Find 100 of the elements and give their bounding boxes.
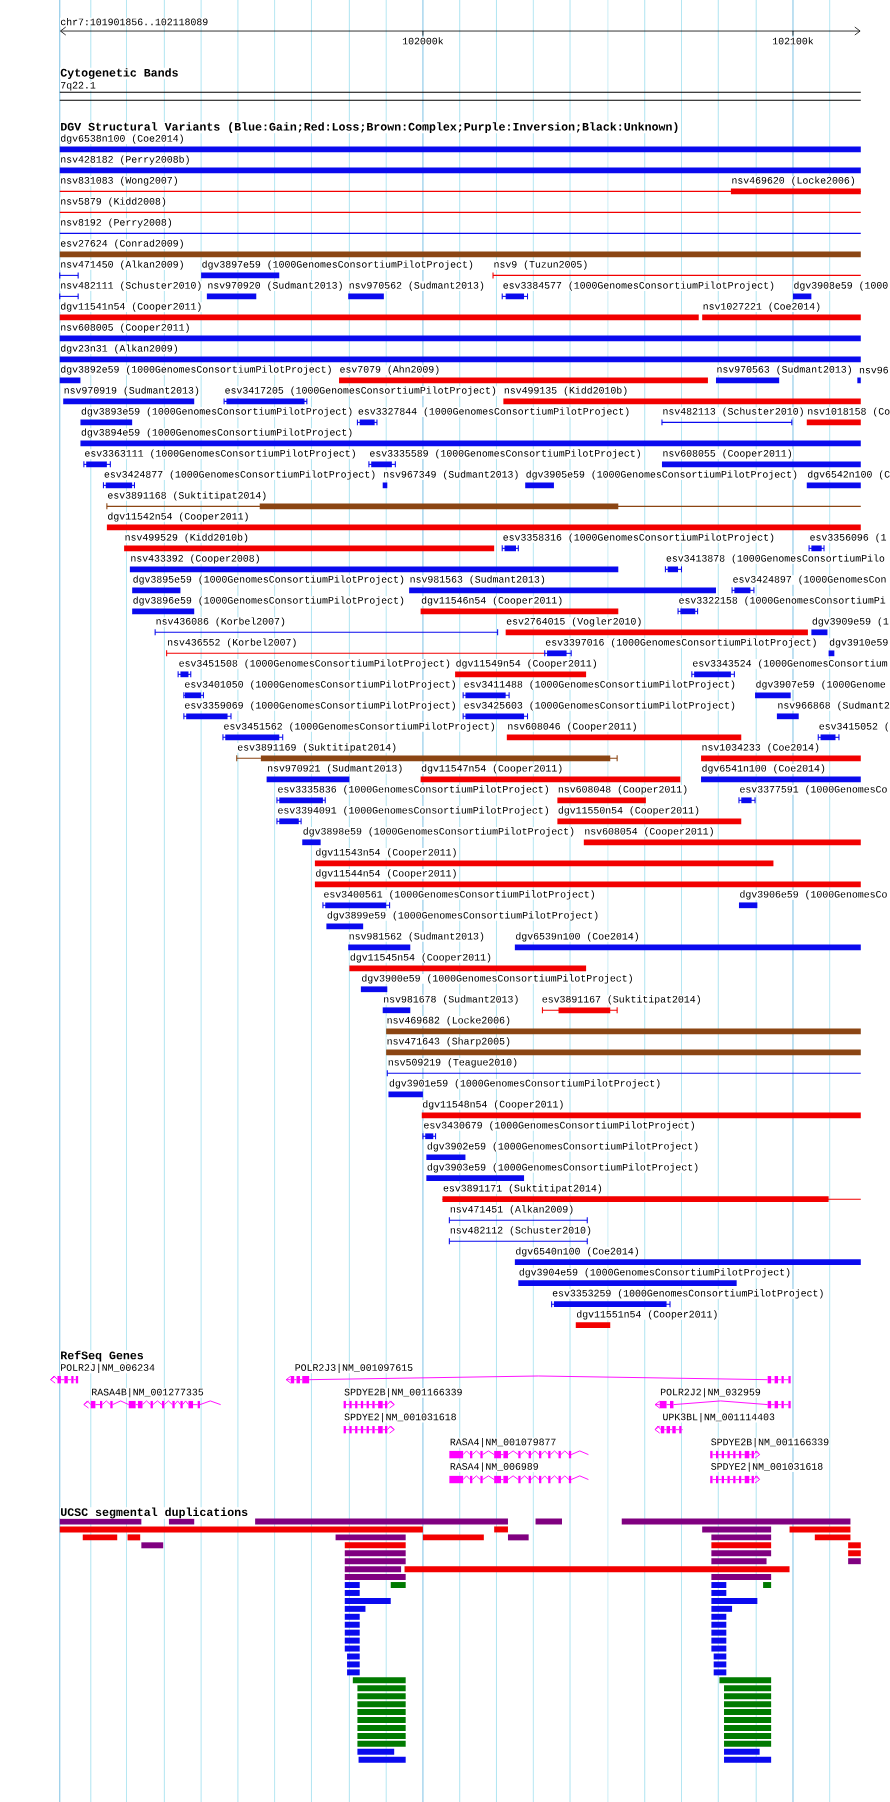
- variant-label: esv3377591 (1000GenomesCo: [739, 785, 888, 795]
- variant-label: nsv8192 (Perry2008): [60, 218, 174, 228]
- variant-label: dgv11548n54 (Cooper2011): [422, 1100, 565, 1110]
- gene-label: RASA4|NM_001079877: [449, 1437, 557, 1448]
- variant-label: esv3415052 (: [818, 722, 890, 732]
- gene-label: POLR2J|NM_006234: [60, 1363, 156, 1374]
- variant-label: nsv5879 (Kidd2008): [60, 197, 168, 207]
- variant-label: esv3401050 (1000GenomesConsortiumPilotProject): [184, 680, 458, 690]
- variant-label: dgv23n31 (Alkan2009): [60, 344, 180, 354]
- variant-label: nsv966868 (Sudmant2: [777, 701, 890, 711]
- position-label: chr7:101901856..102118089: [60, 17, 209, 26]
- variant-label: esv3397016 (1000GenomesConsortiumPilotProject): [545, 638, 818, 648]
- variant-label: dgv3905e59 (1000GenomesConsortiumPilotProject): [525, 470, 799, 480]
- variant-label: esv3335589 (1000GenomesConsortiumPilotProject): [369, 449, 643, 459]
- variant-label: dgv3896e59 (1000GenomesConsortiumPilotProject): [132, 596, 406, 606]
- variant-label: dgv11543n54 (Cooper2011): [315, 848, 458, 858]
- gene-label: SPDYE2|NM_001031618: [344, 1412, 458, 1423]
- variant-label: nsv436552 (Korbel2007): [167, 638, 298, 648]
- variant-label: esv7079 (Ahn2009): [339, 365, 441, 375]
- variant-label: nsv499135 (Kidd2010b): [503, 386, 629, 396]
- variant-label: esv3451508 (1000GenomesConsortiumPilotProject): [178, 659, 452, 669]
- variant-label: dgv11549n54 (Cooper2011): [455, 659, 599, 669]
- variant-label: nsv471450 (Alkan2009): [60, 260, 186, 270]
- variant-label: dgv11550n54 (Cooper2011): [557, 806, 701, 816]
- variant-label: nsv471643 (Sharp2005): [386, 1037, 512, 1047]
- variant-label: esv3424877 (1000GenomesConsortiumPilotProject): [103, 470, 377, 480]
- variant-label: nsv981678 (Sudmant2013): [383, 995, 520, 1005]
- variant-label: esv3363111 (1000GenomesConsortiumPilotProject): [84, 449, 358, 459]
- axis-tick-label: 102100k: [772, 36, 815, 45]
- variant-label: esv3335836 (1000GenomesConsortiumPilotProject): [277, 785, 551, 795]
- variant-label: dgv3901e59 (1000GenomesConsortiumPilotProject): [388, 1079, 662, 1089]
- variant-label: nsv608048 (Cooper2011): [557, 785, 689, 795]
- track-title: RefSeq Genes: [60, 1350, 145, 1362]
- variant-label: esv3425603 (1000GenomesConsortiumPilotProject): [463, 701, 737, 711]
- variant-label: esv3358316 (1000GenomesConsortiumPilotProject): [502, 533, 776, 543]
- variant-label: nsv482111 (Schuster2010): [60, 281, 203, 291]
- variant-label: dgv3906e59 (1000GenomesCo: [739, 890, 888, 900]
- variant-label: dgv3908e59 (1000: [793, 281, 889, 291]
- gene-label: SPDYE2B|NM_001166339: [344, 1387, 464, 1398]
- variant-label: nsv433392 (Cooper2008): [130, 554, 262, 564]
- gene-label: RASA4|NM_006989: [449, 1462, 540, 1472]
- variant-label: nsv1018158 (Co: [807, 407, 890, 417]
- variant-label: nsv499529 (Kidd2010b): [124, 533, 250, 543]
- variant-label: dgv6538n100 (Coe2014): [60, 134, 186, 144]
- variant-label: esv3327844 (1000GenomesConsortiumPilotProject): [357, 407, 631, 417]
- variant-label: esv3424897 (1000GenomesCon: [732, 575, 887, 585]
- variant-label: nsv608055 (Cooper2011): [662, 449, 794, 459]
- gene-label: SPDYE2|NM_001031618: [710, 1462, 824, 1472]
- band-label: 7q22.1: [60, 81, 97, 91]
- variant-label: dgv3894e59 (1000GenomesConsortiumPilotProject): [80, 428, 354, 438]
- variant-label: esv3400561 (1000GenomesConsortiumPilotProject): [323, 890, 597, 900]
- variant-label: esv3451562 (1000GenomesConsortiumPilotProject): [223, 722, 497, 732]
- variant-label: esv27624 (Conrad2009): [60, 239, 186, 249]
- variant-label: esv3343524 (1000GenomesConsortium: [692, 659, 889, 669]
- variant-label: dgv6539n100 (Coe2014): [515, 932, 641, 942]
- variant-label: nsv981563 (Sudmant2013): [409, 575, 547, 585]
- gene-label: SPDYE2B|NM_001166339: [710, 1437, 830, 1448]
- variant-label: dgv3900e59 (1000GenomesConsortiumPilotProject): [361, 974, 635, 984]
- variant-label: nsv831083 (Wong2007): [60, 176, 180, 186]
- variant-label: dgv3898e59 (1000GenomesConsortiumPilotProject): [302, 827, 576, 837]
- variant-label: esv3417205 (1000GenomesConsortiumPilotProject): [224, 386, 498, 396]
- variant-label: nsv970562 (Sudmant2013): [348, 281, 486, 291]
- variant-label: esv3359069 (1000GenomesConsortiumPilotProject): [184, 701, 458, 711]
- variant-label: esv3891171 (Suktitipat2014): [442, 1184, 604, 1194]
- variant-label: esv3411488 (1000GenomesConsortiumPilotProject): [463, 680, 737, 690]
- variant-label: esv3430679 (1000GenomesConsortiumPilotProject): [423, 1121, 697, 1131]
- variant-label: dgv3902e59 (1000GenomesConsortiumPilotProject): [426, 1142, 700, 1152]
- variant-label: nsv970919 (Sudmant2013): [63, 386, 201, 396]
- gene-label: POLR2J3|NM_001097615: [294, 1363, 414, 1374]
- variant-label: nsv509219 (Teague2010): [387, 1058, 519, 1068]
- variant-label: dgv6540n100 (Coe2014): [515, 1247, 641, 1257]
- variant-label: nsv970563 (Sudmant2013): [716, 365, 854, 375]
- variant-label: dgv11544n54 (Cooper2011): [315, 869, 458, 879]
- axis-tick-label: 102000k: [402, 36, 445, 45]
- variant-label: nsv469620 (Locke2006): [731, 176, 857, 186]
- gene-label: UPK3BL|NM_001114403: [662, 1412, 776, 1423]
- variant-label: esv3394091 (1000GenomesConsortiumPilotProject): [277, 806, 551, 816]
- variant-label: nsv1034233 (Coe2014): [701, 743, 821, 753]
- variant-label: dgv3897e59 (1000GenomesConsortiumPilotProject): [201, 260, 475, 270]
- variant-label: esv3891169 (Suktitipat2014): [237, 743, 398, 753]
- variant-label: esv3384577 (1000GenomesConsortiumPilotProject): [502, 281, 776, 291]
- variant-label: esv3322158 (1000GenomesConsortiumPi: [678, 596, 887, 606]
- variant-label: dgv3907e59 (1000Genome: [755, 680, 887, 690]
- variant-label: dgv3903e59 (1000GenomesConsortiumPilotProject): [426, 1163, 700, 1173]
- variant-label: nsv981562 (Sudmant2013): [348, 932, 486, 942]
- variant-label: dgv11547n54 (Cooper2011): [421, 764, 564, 774]
- variant-label: dgv11545n54 (Cooper2011): [349, 953, 493, 963]
- variant-label: nsv608046 (Cooper2011): [507, 722, 639, 732]
- variant-label: nsv608005 (Cooper2011): [60, 323, 191, 333]
- variant-label: nsv471451 (Alkan2009): [449, 1205, 575, 1215]
- variant-label: dgv11546n54 (Cooper2011): [421, 596, 564, 606]
- variant-label: nsv482113 (Schuster2010): [662, 407, 806, 417]
- variant-label: nsv1027221 (Coe2014): [702, 302, 822, 312]
- variant-label: dgv3909e59 (1: [811, 617, 890, 627]
- variant-label: nsv970920 (Sudmant2013): [207, 281, 344, 291]
- variant-label: nsv967349 (Sudmant2013): [383, 470, 520, 480]
- gene-label: POLR2J2|NM_032959: [660, 1387, 762, 1398]
- variant-label: dgv3899e59 (1000GenomesConsortiumPilotProject): [326, 911, 600, 921]
- variant-label: esv2764015 (Vogler2010): [506, 617, 643, 627]
- variant-label: nsv608054 (Cooper2011): [584, 827, 716, 837]
